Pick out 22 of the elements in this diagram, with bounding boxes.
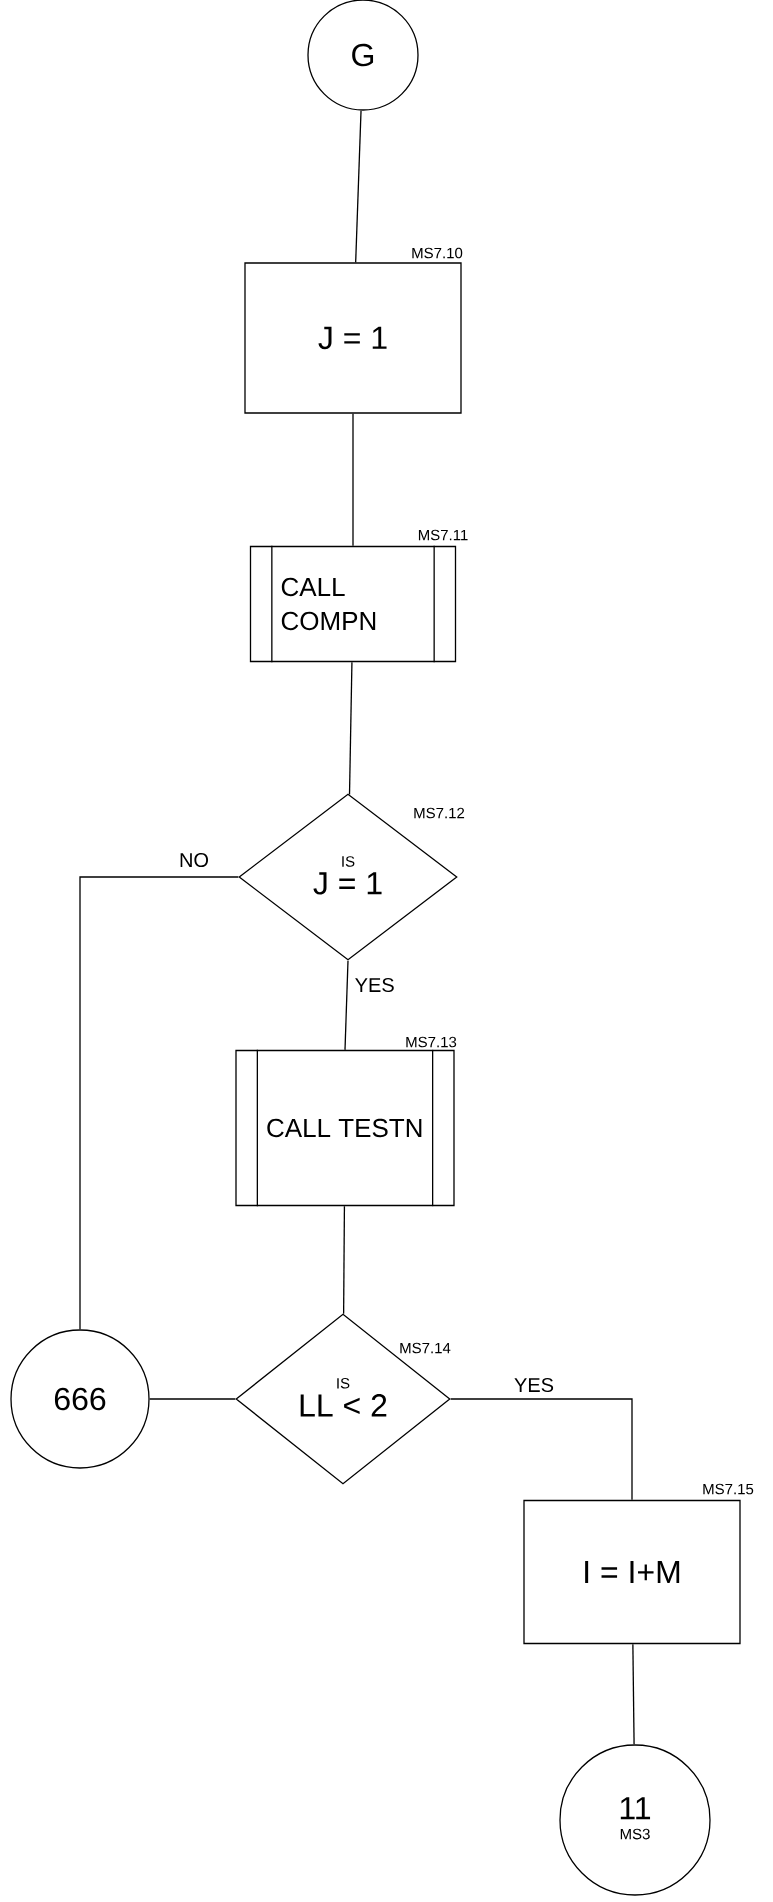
- connector-line: [355, 109, 362, 263]
- subroutine-box: CALL TESTN: [235, 1049, 455, 1207]
- subroutine-box: CALL COMPN: [249, 545, 457, 663]
- process-box: J = 1: [244, 262, 462, 414]
- edge-label: YES: [514, 1377, 554, 1393]
- step-label: MS7.15: [703, 1483, 754, 1495]
- edge-label: NO: [180, 852, 209, 868]
- step-label: MS7.11: [418, 529, 468, 541]
- edge-label: YES: [355, 977, 394, 993]
- step-label: MS7.14: [400, 1342, 451, 1354]
- connector-line: [348, 661, 353, 796]
- connector-line: [79, 876, 239, 1330]
- step-label: MS7.12: [414, 807, 465, 819]
- connector-line: [632, 1643, 635, 1745]
- connector-line: [352, 413, 354, 547]
- connector-line: [450, 1398, 633, 1501]
- step-label: MS7.10: [412, 247, 463, 259]
- step-label: MS7.13: [406, 1036, 457, 1048]
- process-box: I = I+M: [523, 1499, 741, 1645]
- connector-line: [149, 1398, 236, 1400]
- connector-line: [343, 1205, 346, 1315]
- connector-line: [344, 960, 349, 1051]
